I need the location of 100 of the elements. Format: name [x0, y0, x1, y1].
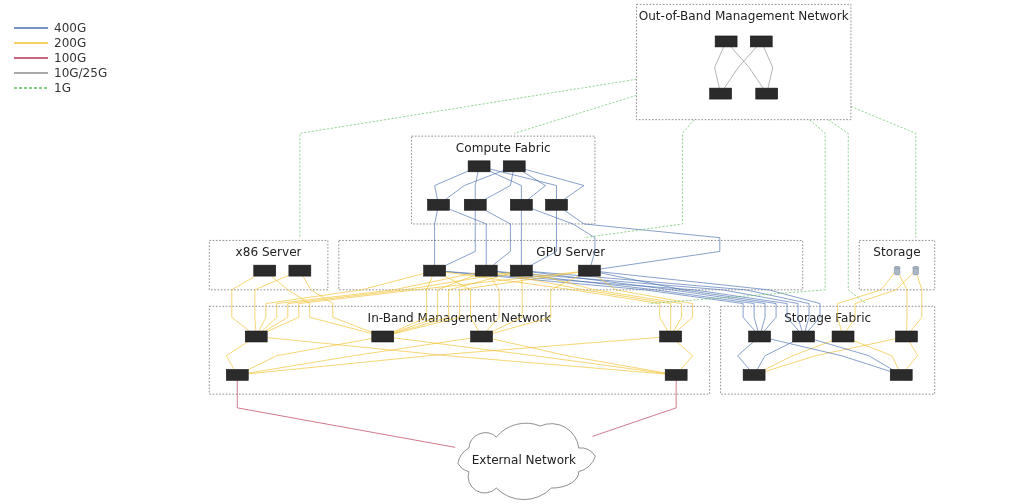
connector [850, 106, 917, 238]
node-box [371, 330, 394, 343]
connector [486, 275, 500, 332]
connector [271, 275, 373, 334]
connector [596, 275, 693, 332]
connector [236, 380, 456, 448]
connector [853, 340, 899, 370]
node-box [423, 264, 446, 277]
connector [910, 274, 923, 332]
node-box [895, 330, 918, 343]
node-box [742, 369, 766, 381]
node-box [253, 264, 276, 277]
cluster: x86 Server [209, 240, 329, 291]
connector [524, 169, 585, 200]
node-box [510, 199, 533, 211]
connector [393, 271, 579, 335]
cluster: Compute Fabric [411, 135, 596, 225]
node-box [748, 330, 771, 343]
node-box [467, 160, 491, 173]
node-box [578, 264, 601, 277]
connector [445, 209, 476, 266]
node-box [470, 330, 493, 343]
connector [445, 170, 504, 200]
connector [492, 275, 579, 334]
connector [393, 275, 433, 332]
node-box [510, 264, 533, 277]
node-box [750, 35, 773, 48]
connector [714, 46, 725, 89]
connector [600, 272, 777, 332]
connector [302, 275, 373, 333]
connector [564, 209, 721, 270]
connector [513, 95, 637, 134]
connector [583, 119, 695, 238]
connector [846, 272, 914, 332]
connector [532, 271, 766, 332]
connector [445, 271, 668, 332]
cluster: Storage Fabric [720, 306, 935, 395]
node-box [502, 160, 526, 173]
node-box [755, 87, 778, 100]
node-box [226, 369, 249, 381]
connector [592, 380, 677, 437]
connector [814, 339, 893, 370]
connector [492, 338, 666, 374]
connector [648, 119, 826, 304]
connector [484, 171, 514, 200]
connector [258, 273, 424, 332]
connector [264, 272, 511, 332]
connector [496, 272, 671, 332]
connector [434, 209, 438, 266]
connector [521, 209, 522, 266]
node-box [831, 330, 855, 343]
connector [266, 271, 579, 332]
cluster: GPU Server [338, 240, 803, 291]
connector [444, 275, 479, 332]
legend-label: 1G [54, 80, 71, 95]
connector [393, 337, 666, 374]
legend-label: 100G [54, 50, 87, 65]
legend-label: 200G [54, 35, 87, 50]
connector [474, 171, 479, 200]
connector [489, 168, 557, 200]
connector [231, 275, 256, 332]
node-box [464, 199, 487, 211]
legend-label: 10G/25G [54, 65, 108, 80]
connector [756, 341, 793, 370]
connector [247, 338, 373, 370]
connector [532, 273, 682, 332]
node-box [664, 369, 688, 381]
node-box [659, 330, 682, 343]
connector [531, 209, 557, 266]
connector [261, 272, 476, 332]
node-box [545, 199, 568, 211]
node-box [288, 264, 312, 277]
connector [764, 340, 833, 370]
connector [492, 275, 523, 332]
node-box [709, 87, 732, 100]
connector [763, 46, 774, 89]
node-box [474, 264, 498, 277]
connector [898, 274, 908, 332]
cluster: Storage [858, 240, 935, 291]
node-box [889, 369, 913, 381]
connector [827, 119, 867, 304]
node-box [427, 199, 450, 211]
node-cylinder [912, 266, 919, 276]
node-cylinder [894, 266, 901, 276]
legend-label: 400G [54, 20, 87, 35]
cluster: Out-of-Band Management Network [636, 4, 852, 120]
node-box [244, 330, 268, 343]
connector [393, 273, 511, 334]
node-box [714, 35, 738, 48]
connector [484, 209, 511, 266]
connector [449, 208, 487, 266]
connector [600, 271, 821, 332]
node-box [792, 330, 815, 343]
connector [532, 208, 596, 266]
connector [299, 78, 637, 238]
connector [254, 275, 290, 332]
connector [489, 171, 522, 200]
connector [730, 46, 764, 89]
connector [724, 46, 757, 89]
connector [247, 337, 471, 374]
